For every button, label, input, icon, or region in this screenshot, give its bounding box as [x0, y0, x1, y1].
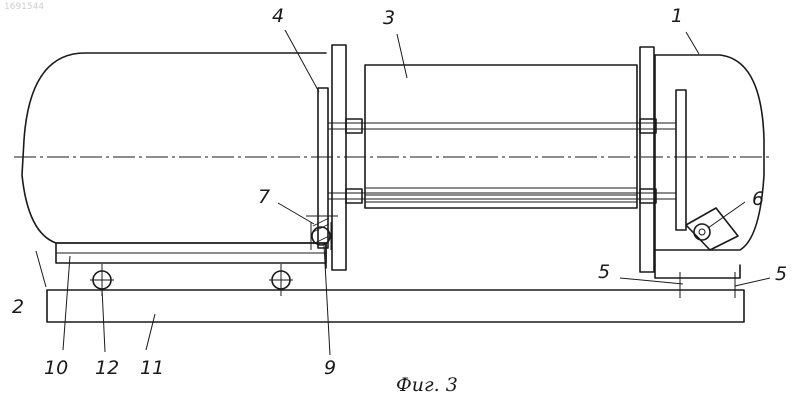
label-part-10: 10	[44, 357, 68, 379]
left-flange	[332, 45, 346, 270]
right-vessel-shell	[655, 55, 764, 250]
base-frame	[47, 290, 744, 322]
watermark-id: 1691544	[4, 2, 44, 12]
flange-roller	[306, 216, 338, 250]
left-roller-2	[269, 264, 293, 296]
label-part-12: 12	[95, 357, 119, 379]
label-part-2: 2	[12, 296, 24, 318]
label-part-5-left: 5	[598, 261, 610, 283]
label-part-4: 4	[272, 5, 284, 27]
right-support-bracket	[655, 265, 740, 278]
pivot-hinge	[686, 208, 738, 250]
label-part-3: 3	[383, 7, 395, 29]
label-part-9: 9	[324, 357, 336, 379]
left-vessel-shell	[22, 53, 326, 243]
label-part-5-right: 5	[775, 263, 787, 285]
right-flange	[640, 47, 654, 272]
label-part-6: 6	[752, 188, 764, 210]
label-part-11: 11	[140, 357, 164, 379]
upper-shaft	[328, 119, 676, 133]
label-part-7: 7	[258, 186, 270, 208]
left-flange-plate	[318, 88, 328, 248]
figure-caption: Фиг. 3	[396, 374, 458, 396]
right-flange-plate	[676, 90, 686, 230]
lower-shaft	[328, 189, 676, 203]
label-part-1: 1	[671, 5, 683, 27]
central-body	[365, 65, 637, 208]
